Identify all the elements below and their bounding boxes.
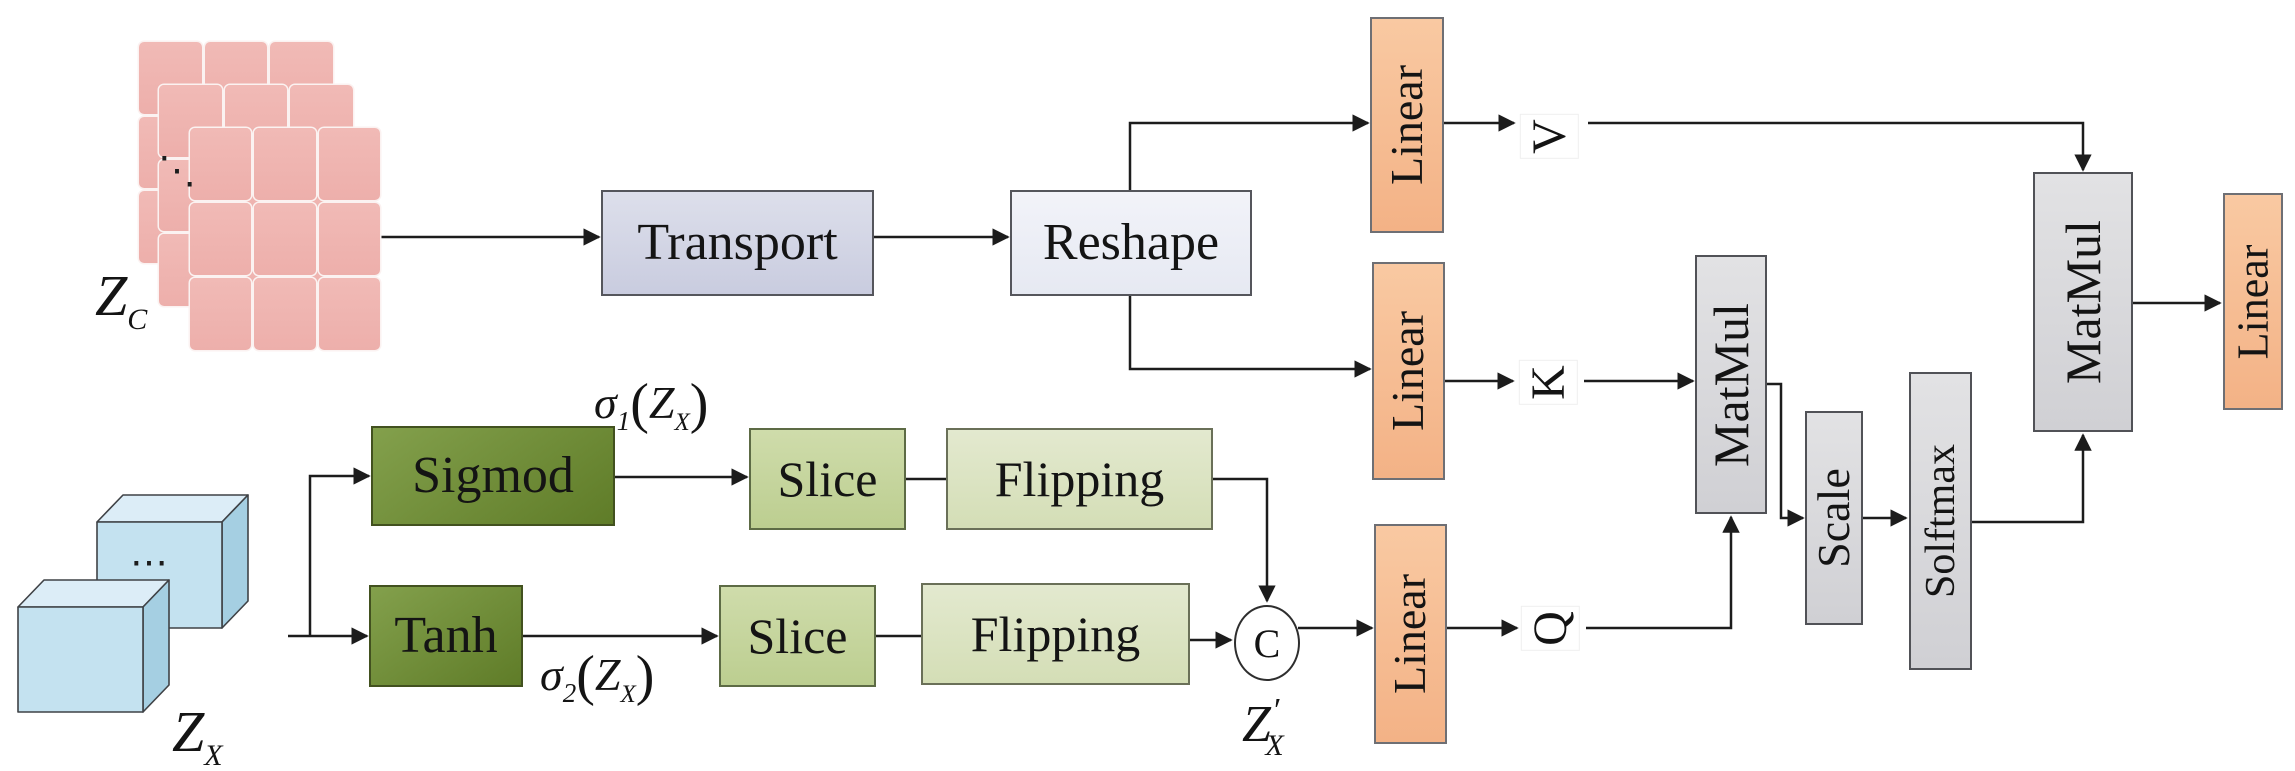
arrow-v-to-matmul-av: [1588, 121, 2092, 172]
linear-v-box: Linear: [1370, 17, 1444, 233]
cube-front: [17, 579, 170, 713]
zx-ellipsis-icon: ⋯: [130, 542, 170, 584]
q-port-label: Q: [1520, 598, 1580, 658]
linear-q-box: Linear: [1374, 524, 1447, 744]
slice-bottom-box: Slice: [719, 585, 876, 687]
zc-label: ZC: [95, 263, 148, 336]
sigma1-annotation: σ1(ZX): [594, 373, 709, 436]
reshape-box: Reshape: [1010, 190, 1252, 296]
flipping-bottom-box: Flipping: [921, 583, 1190, 685]
arrow-zx-to-sigmod: [308, 467, 371, 636]
arrow-reshape-to-linear-k: [1128, 296, 1372, 378]
k-port-label: K: [1518, 352, 1578, 412]
zx-cube-stack: [17, 494, 249, 713]
linear-k-box: Linear: [1372, 262, 1445, 480]
v-port-label: V: [1519, 106, 1579, 166]
flipping-top-box: Flipping: [946, 428, 1213, 530]
slice-top-box: Slice: [749, 428, 906, 530]
tanh-box: Tanh: [369, 585, 523, 687]
zx-prime-label: Z′X: [1242, 692, 1284, 762]
zx-label: ZX: [172, 699, 223, 771]
matmul-av-box: MatMul: [2033, 172, 2133, 432]
matmul-qk-box: MatMul: [1695, 255, 1767, 514]
softmax-box: Solftmax: [1909, 372, 1972, 670]
zc-feature-grid-front: [190, 128, 380, 350]
zc-ellipsis-icon: ⋱: [158, 150, 198, 192]
transport-box: Transport: [601, 190, 874, 296]
flow-arrows: [288, 114, 2222, 649]
sigma2-annotation: σ2(ZX): [540, 645, 655, 708]
concat-node: C: [1234, 605, 1300, 681]
arrow-reshape-to-linear-v: [1128, 114, 1370, 190]
arrow-softmax-to-matmul-av: [1972, 433, 2092, 524]
sigmod-box: Sigmod: [371, 426, 615, 526]
arrow-flipping-top-to-concat: [1213, 477, 1276, 603]
linear-out-box: Linear: [2223, 193, 2283, 410]
arrow-q-to-matmul-qk: [1586, 515, 1740, 630]
arrow-matmul-qk-to-scale: [1767, 382, 1805, 527]
scale-box: Scale: [1805, 411, 1863, 625]
